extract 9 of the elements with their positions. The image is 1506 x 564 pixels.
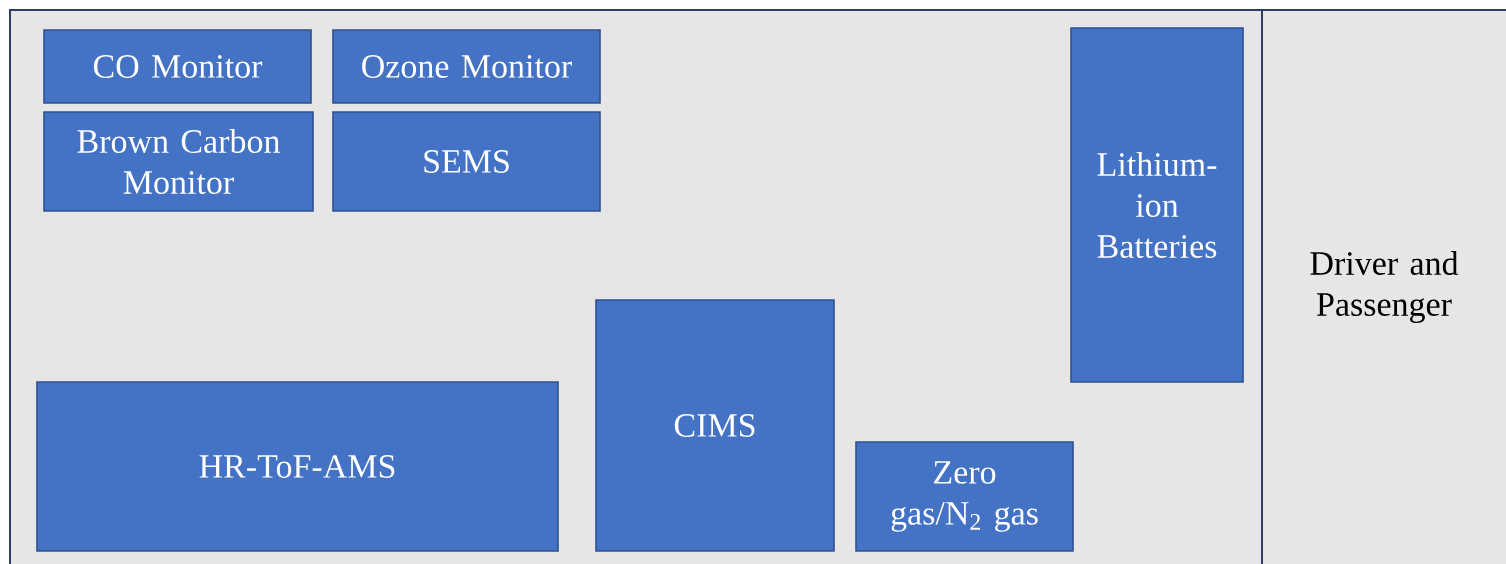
- cabin-area: Driver and Passenger: [1310, 251, 1459, 323]
- instrument-box: CO Monitor: [43, 29, 312, 104]
- instrument-box: Ozone Monitor: [332, 29, 601, 104]
- instrument-box: CIMS: [595, 299, 835, 552]
- instrument-box: Brown Carbon Monitor: [43, 111, 314, 212]
- instrument-box: Lithium-ion Batteries: [1070, 27, 1244, 383]
- instrument-box: Zero gas/N$_{2}$ gas: [855, 441, 1074, 552]
- instrument-box: HR-ToF-AMS: [36, 381, 559, 552]
- instrument-box: SEMS: [332, 111, 601, 212]
